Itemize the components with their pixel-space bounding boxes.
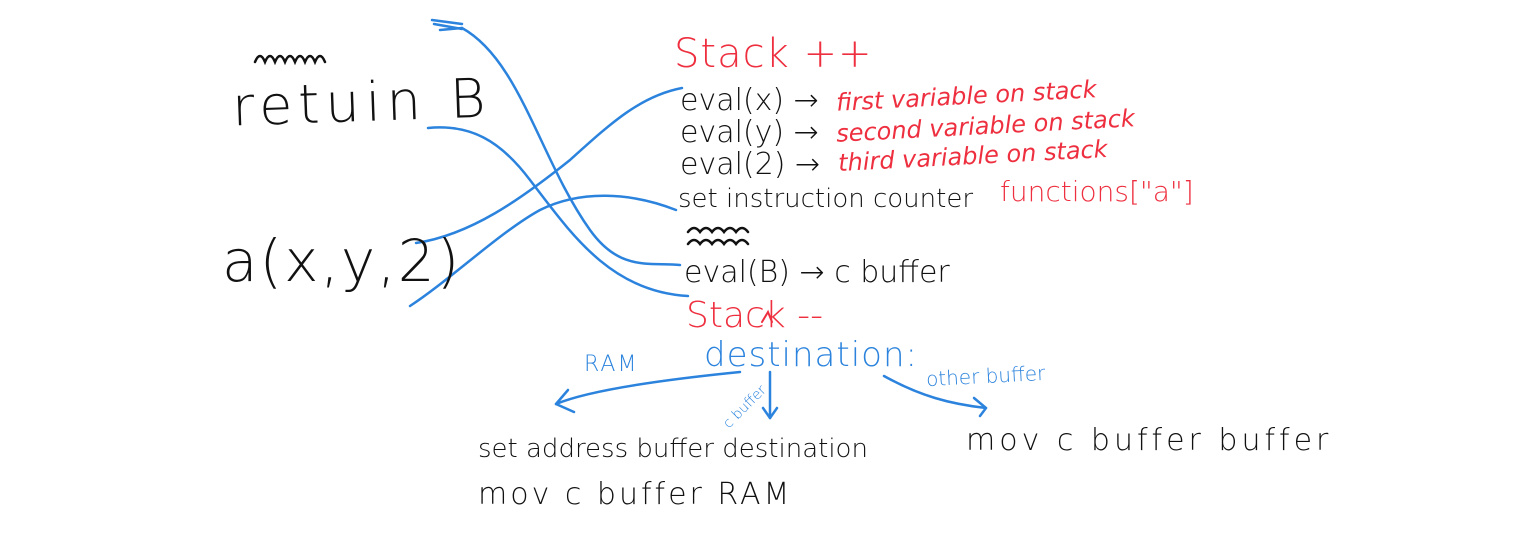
ram-line-1: set address buffer destination (478, 434, 868, 464)
branch-ram-label: RAM (584, 352, 639, 377)
branch-other-label: other buffer (925, 360, 1046, 392)
arrow-to-cbuffer-head (761, 406, 779, 420)
squiggle-right-1 (686, 226, 750, 235)
ram-line-2: mov c buffer RAM (478, 477, 793, 512)
eval-2: eval(2) → (680, 147, 821, 182)
arrow-to-other (882, 374, 988, 410)
connector-call-to-set (408, 194, 678, 308)
eval-x: eval(x) → (680, 83, 819, 118)
arrow-to-ram-head (554, 388, 576, 414)
stack-pop: Stack -- (686, 295, 824, 336)
eval-b: eval(B) → c buffer (684, 255, 950, 290)
stack-push: Stack ++ (674, 31, 873, 77)
return-statement: retuin B (230, 66, 493, 139)
set-instruction-counter: set instruction counter (678, 184, 974, 214)
arrow-to-other-head (972, 396, 988, 418)
squiggle-right-2 (686, 238, 750, 247)
arrow-to-ram (554, 370, 742, 406)
squiggle-above-return (253, 54, 327, 66)
destination-title: destination: (704, 335, 918, 375)
connector-top-scribble (430, 18, 464, 32)
functions-note: functions["a"] (1000, 175, 1194, 208)
function-call: a(x,y,2) (222, 227, 462, 295)
caret-mark (761, 309, 773, 323)
connector-call-to-eval (414, 86, 684, 245)
other-line: mov c buffer buffer (966, 423, 1333, 458)
connector-top-to-eval-b (460, 26, 682, 267)
eval-y: eval(y) → (680, 115, 819, 150)
connector-return-to-stack-pop (426, 126, 690, 298)
